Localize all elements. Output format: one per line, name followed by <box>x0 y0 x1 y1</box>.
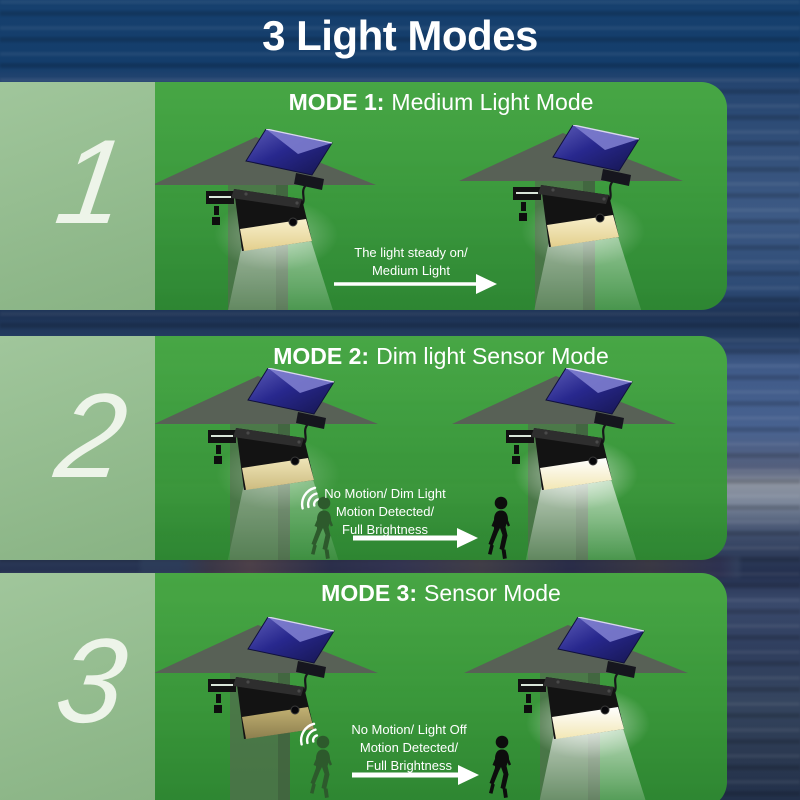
solar-wall-light-scene <box>152 616 382 800</box>
mode-label: MODE 2: <box>273 343 370 369</box>
panel-number: 1 <box>48 115 135 249</box>
background-streak <box>140 556 740 578</box>
mode-name: Medium Light Mode <box>391 89 594 115</box>
caption-line: No Motion/ Light Off <box>351 722 467 737</box>
caption-line: Motion Detected/ <box>335 504 435 519</box>
mode-1-panel: 1 MODE 1:Medium Light Mode The light ste… <box>0 82 727 310</box>
caption-line: The light steady on/ <box>354 245 468 260</box>
number-column: 1 <box>0 82 155 310</box>
number-column: 3 <box>0 573 155 800</box>
caption-line: Full Brightness <box>366 758 452 773</box>
mode-header: MODE 3:Sensor Mode <box>155 580 727 607</box>
motion-waves-icon <box>292 482 322 512</box>
arrow-right-icon <box>332 270 498 298</box>
panel-number: 3 <box>48 614 135 748</box>
mode-header: MODE 1:Medium Light Mode <box>155 89 727 116</box>
person-walking-icon <box>485 735 519 800</box>
caption-line: Motion Detected/ <box>359 740 459 755</box>
person-walking-icon <box>306 735 340 800</box>
solar-wall-light-scene <box>150 128 380 310</box>
mode-caption: No Motion/ Dim Light Motion Detected/ Fu… <box>285 485 485 539</box>
caption-line: No Motion/ Dim Light <box>324 486 446 501</box>
mode-name: Sensor Mode <box>424 580 561 606</box>
caption-line: Full Brightness <box>342 522 428 537</box>
mode-label: MODE 3: <box>321 580 418 606</box>
person-walking-icon <box>307 496 341 560</box>
solar-wall-light-scene <box>462 616 692 800</box>
page-title: 3 Light Modes <box>262 12 538 59</box>
mode-caption: The light steady on/ Medium Light <box>311 244 511 280</box>
person-walking-icon <box>484 496 518 560</box>
arrow-right-icon <box>350 761 480 789</box>
panel-number: 2 <box>48 369 135 503</box>
mode-label: MODE 1: <box>288 89 385 115</box>
arrow-right-icon <box>351 524 479 552</box>
mode-header: MODE 2:Dim light Sensor Mode <box>155 343 727 370</box>
solar-wall-light-scene <box>457 124 687 310</box>
mode-caption: No Motion/ Light Off Motion Detected/ Fu… <box>309 721 509 775</box>
number-column: 2 <box>0 336 155 560</box>
motion-waves-icon <box>291 718 321 748</box>
mode-2-panel: 2 MODE 2:Dim light Sensor Mode No Motion… <box>0 336 727 560</box>
caption-line: Medium Light <box>371 263 451 278</box>
mode-3-panel: 3 MODE 3:Sensor Mode No Motion/ Light Of… <box>0 573 727 800</box>
solar-wall-light-scene <box>450 367 680 560</box>
mode-name: Dim light Sensor Mode <box>376 343 609 369</box>
